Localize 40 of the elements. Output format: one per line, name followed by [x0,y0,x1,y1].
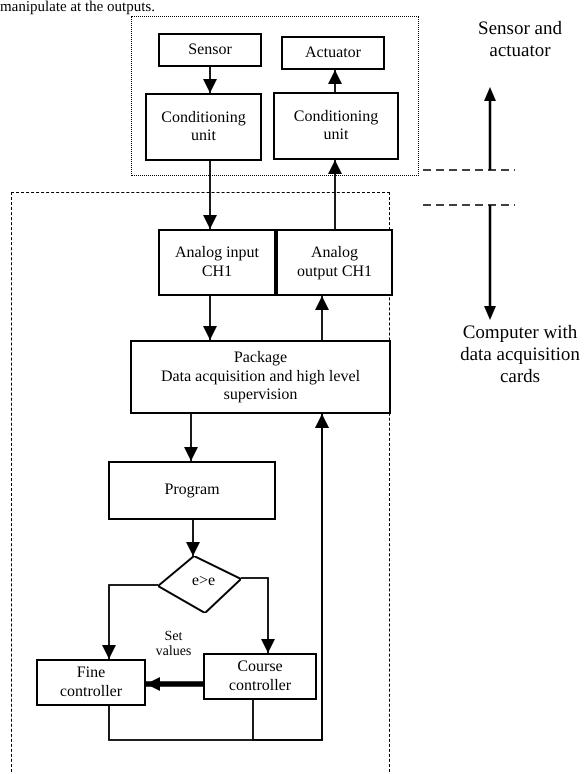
process-box [203,653,317,700]
node-label: Analog output CH1 [296,244,374,281]
arrow [203,296,217,340]
computer-group-frame [11,192,390,774]
process-box [108,461,276,520]
process-box [281,36,385,70]
sensor-actuator-group-frame [131,16,419,176]
process-box [276,229,393,296]
process-box [273,92,399,160]
text-fragment: manipulate at the outputs. [0,0,156,14]
node-label: Conditioning unit [292,108,380,144]
process-box [158,33,262,67]
process-box [145,93,262,161]
node-label: Data acquisition and high level supervision [160,368,362,405]
node-label: Program [164,481,220,500]
node-label: Fine controller [58,664,124,701]
arrow [102,584,158,659]
process-box [130,340,391,414]
node-label: Sensor [188,40,232,60]
arrow [252,414,329,741]
region-label: Sensor and actuator [477,18,563,62]
node-label: Analog input CH1 [174,244,260,281]
node-label: Course controller [228,658,292,695]
arrow [328,160,342,229]
region-label: Computer with data acquisition cards [459,322,581,388]
arrow [203,67,217,93]
process-box [36,659,146,706]
node-label: Actuator [305,44,361,62]
arrow [328,70,342,92]
arrow [241,577,275,653]
arrow [184,414,198,461]
node-label: Conditioning unit [161,108,246,146]
decision-diamond [158,556,241,613]
node-label: Package [234,349,288,368]
arrow [186,520,200,556]
process-box [158,229,276,296]
arrow [315,296,329,340]
arrow [203,161,217,229]
node-label: e>e [192,572,216,591]
thick-arrow [146,677,203,691]
